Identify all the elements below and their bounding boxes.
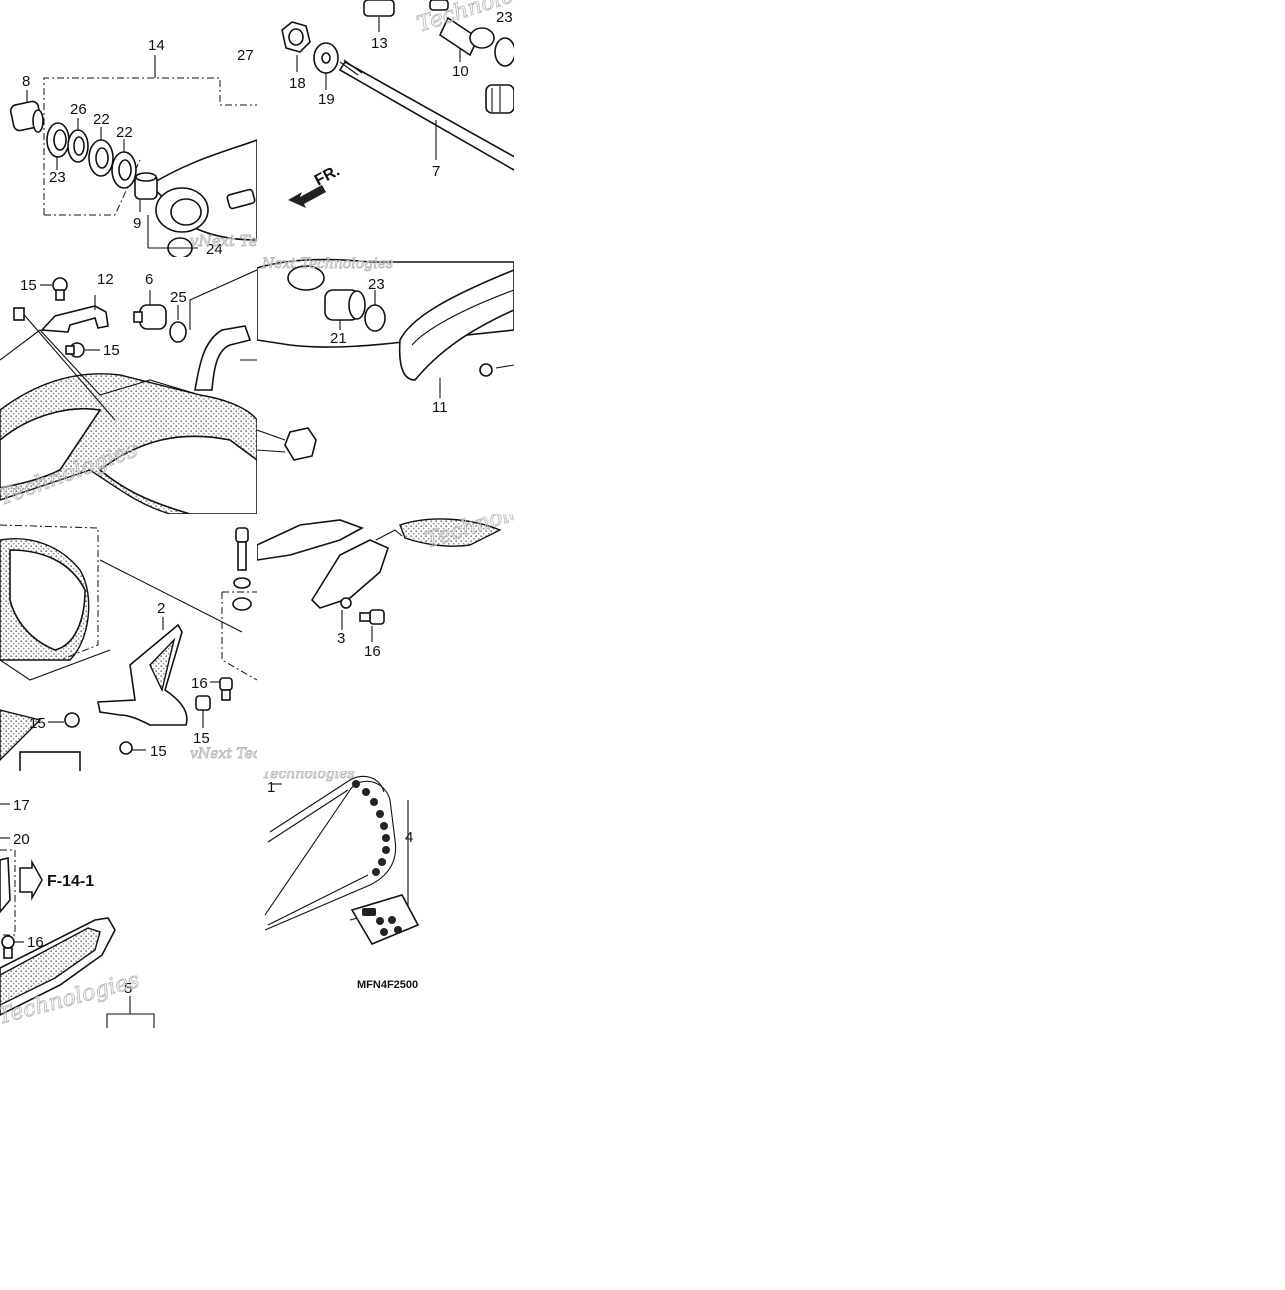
- callout-19: 19: [318, 91, 335, 108]
- part-22-bearing-a: [88, 139, 114, 177]
- tile-4: 23 21 11 Next Technologies: [257, 256, 514, 461]
- part-16-bolt: [359, 609, 385, 625]
- callout-22-a: 22: [93, 111, 110, 128]
- reference-arrow[interactable]: F-14-1: [19, 859, 94, 901]
- part-15-bolt: [52, 277, 68, 301]
- watermark: vNext Technologies: [190, 232, 339, 250]
- part-26-seal: [67, 129, 89, 163]
- callout-25: 25: [170, 289, 187, 306]
- reference-label: F-14-1: [47, 873, 94, 890]
- tile-3: 15 12 6 25 15 13 Technologies: [0, 269, 279, 514]
- watermark: vNext Technologies: [190, 746, 329, 762]
- diagram-code: MFN4F2500: [357, 979, 418, 991]
- front-arrow-icon: FR.: [288, 162, 343, 208]
- callout-21: 21: [330, 330, 347, 347]
- callout-10: 10: [452, 63, 469, 80]
- part-15-bolt-lower: [65, 342, 85, 358]
- part-8-collar: [9, 100, 44, 133]
- tile-2: FR. 13 23 18 19 10 7 Technologies: [281, 0, 514, 208]
- bracket-14: [43, 77, 257, 215]
- callout-6: 6: [145, 271, 153, 288]
- callout-12: 12: [97, 271, 114, 288]
- callout-15-a: 15: [20, 277, 37, 294]
- tile-8: 1 4 MFN4F2500 Technologies: [262, 766, 420, 991]
- part-25-o-ring: [169, 321, 187, 343]
- joint-kit-pins: [362, 908, 402, 936]
- part-22-bearing-b: [111, 151, 137, 189]
- part-9-collar: [134, 172, 158, 200]
- dash-bracket: [0, 849, 16, 936]
- callout-27: 27: [237, 47, 254, 64]
- bracket-5: [106, 1013, 155, 1028]
- long-bolt: [232, 527, 252, 611]
- part-15-bolt-edge: [13, 307, 25, 321]
- part-3-guard: [310, 539, 389, 609]
- chain-case-edge: [257, 519, 364, 561]
- part-16-bolt: [219, 677, 233, 701]
- callout-14: 14: [148, 37, 165, 54]
- part-6-sensor: [133, 304, 167, 330]
- callout-15-c: 15: [29, 715, 46, 732]
- watermark: Next Technologies: [261, 256, 393, 272]
- callout-24: 24: [206, 241, 223, 258]
- dash-bracket: [0, 524, 99, 661]
- callout-26: 26: [70, 101, 87, 118]
- callout-13: 13: [371, 35, 388, 52]
- part-13-guide: [194, 325, 252, 391]
- callout-5: 5: [124, 980, 132, 997]
- part-23-seal: [364, 304, 386, 332]
- part-23-seal: [46, 122, 70, 158]
- part-10-collar: [438, 16, 495, 57]
- swingarm-pivot-body: [148, 139, 257, 241]
- callout-16: 16: [364, 643, 381, 660]
- part-21-bearing: [324, 289, 366, 321]
- part-18-nut: [281, 21, 311, 53]
- callout-2: 2: [157, 600, 165, 617]
- callout-17: 17: [13, 797, 30, 814]
- watermark: Technologies: [262, 766, 355, 782]
- callout-15-a: 15: [258, 615, 275, 632]
- callout-18: 18: [289, 75, 306, 92]
- part-16-bolt: [479, 363, 493, 377]
- tile-1: 14 27 8 26 22 22 23 9 24 vNext Technolog…: [9, 37, 339, 258]
- callout-23: 23: [368, 276, 385, 293]
- part-12-bracket: [40, 305, 109, 333]
- tile-6: 3 16 Technologies: [257, 514, 514, 660]
- callout-15-d: 15: [150, 743, 167, 760]
- callout-13: 13: [262, 353, 279, 370]
- callout-16: 16: [191, 675, 208, 692]
- callout-4: 4: [405, 829, 413, 846]
- part-15-bolt-b: [64, 712, 80, 728]
- chain-links: [352, 780, 390, 876]
- part-7-pivot-bolt: [338, 60, 514, 171]
- callout-20: 20: [13, 831, 30, 848]
- callout-22-b: 22: [116, 124, 133, 141]
- front-indicator-label: FR.: [312, 162, 343, 189]
- tile-7: F-14-1 17 20 16 5 Technologies: [0, 797, 155, 1028]
- callout-11: 11: [432, 399, 448, 416]
- part-23-seal: [494, 37, 514, 67]
- callout-23: 23: [496, 9, 513, 26]
- callout-3: 3: [337, 630, 345, 647]
- callout-23: 23: [49, 169, 66, 186]
- callout-7: 7: [432, 163, 440, 180]
- callout-8: 8: [22, 73, 30, 90]
- part-15-bolt: [195, 695, 211, 711]
- part-11-slider: [398, 269, 514, 381]
- part-13-cap: [363, 0, 395, 17]
- tile-5: 2 15 16 15 15 15 vNext Technologies: [0, 524, 329, 771]
- callout-15-b: 15: [193, 730, 210, 747]
- callout-1: 1: [267, 779, 275, 796]
- part-16-bolt: [1, 935, 15, 959]
- callout-16: 16: [27, 934, 44, 951]
- part-15-bolt-c: [119, 741, 133, 755]
- callout-9: 9: [133, 215, 141, 232]
- callout-15-b: 15: [103, 342, 120, 359]
- pivot-nut: [257, 427, 317, 461]
